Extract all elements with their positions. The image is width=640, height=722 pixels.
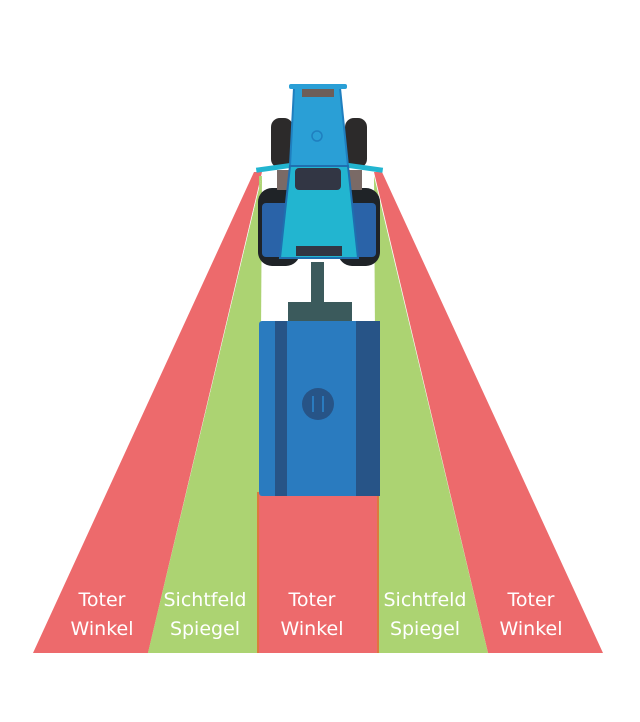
zone-left-mirror-view-inner <box>148 176 262 653</box>
label-line: Toter <box>288 589 336 611</box>
hitch-block <box>288 302 352 324</box>
label-line: Toter <box>78 589 126 611</box>
label-line: Spiegel <box>389 618 461 640</box>
zone-left-outer-blind-spot <box>33 172 262 653</box>
label-line: Winkel <box>70 618 134 640</box>
cab-rear-window <box>296 246 342 256</box>
label-line: Sichtfeld <box>163 589 247 611</box>
zone-center-edge-left <box>257 492 259 653</box>
emblem-mark <box>322 396 324 412</box>
label-line: Sichtfeld <box>383 589 467 611</box>
mirror-arm-right <box>342 162 384 173</box>
implement-stripe-right <box>356 321 380 496</box>
zone-center-edge-right <box>377 492 379 653</box>
tractor-hood <box>288 87 350 167</box>
implement-emblem <box>302 388 334 420</box>
label-line: Spiegel <box>169 618 241 640</box>
zone-right-mirror-view <box>374 176 488 653</box>
front-wheel-left <box>271 118 293 168</box>
hood-emblem <box>311 130 323 142</box>
label-line: Winkel <box>499 618 563 640</box>
label-line: Toter <box>507 589 555 611</box>
hitch-stem <box>311 262 324 304</box>
implement-stripe-left <box>275 321 287 496</box>
cab-window <box>295 168 341 190</box>
front-wheel-right <box>345 118 367 168</box>
zone-right-outer-blind-spot <box>374 172 603 653</box>
emblem-mark <box>312 396 314 412</box>
mirror-arm-left <box>255 162 297 173</box>
label-line: Winkel <box>280 618 344 640</box>
zone-center-blind-spot <box>258 492 378 653</box>
headlight-bar <box>289 84 347 89</box>
